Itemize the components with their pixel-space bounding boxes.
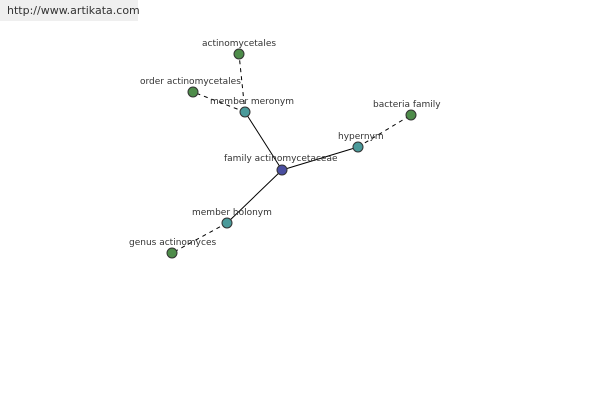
node-center[interactable] bbox=[276, 164, 288, 176]
edge-member-meronym-order-actinomycetales bbox=[192, 91, 246, 113]
edge-member-meronym-actinomycetales bbox=[238, 53, 246, 113]
edge-center-member-holonym bbox=[226, 169, 283, 224]
edge-member-holonym-genus-actinomyces bbox=[171, 222, 228, 254]
node-bacteria-family[interactable] bbox=[405, 109, 417, 121]
edge-center-hypernym bbox=[281, 146, 359, 171]
label-member-holonym[interactable]: member holonym bbox=[192, 208, 272, 218]
edge-hypernym-bacteria-family bbox=[357, 114, 412, 148]
label-hypernym[interactable]: hypernym bbox=[338, 132, 384, 142]
label-actinomycetales[interactable]: actinomycetales bbox=[202, 39, 276, 49]
node-member-meronym[interactable] bbox=[239, 106, 251, 118]
node-member-holonym[interactable] bbox=[221, 217, 233, 229]
node-hypernym[interactable] bbox=[352, 141, 364, 153]
node-actinomycetales[interactable] bbox=[233, 48, 245, 60]
edge-center-member-meronym bbox=[244, 111, 283, 171]
node-order-actinomycetales[interactable] bbox=[187, 86, 199, 98]
label-genus-actinomyces[interactable]: genus actinomyces bbox=[129, 238, 216, 248]
url-bar: http://www.artikata.com bbox=[0, 0, 140, 21]
label-center[interactable]: family actinomycetaceae bbox=[224, 154, 338, 164]
url-text[interactable]: http://www.artikata.com bbox=[7, 4, 140, 17]
label-bacteria-family[interactable]: bacteria family bbox=[373, 100, 441, 110]
node-genus-actinomyces[interactable] bbox=[166, 247, 178, 259]
label-order-actinomycetales[interactable]: order actinomycetales bbox=[140, 77, 241, 87]
label-member-meronym[interactable]: member meronym bbox=[210, 97, 294, 107]
